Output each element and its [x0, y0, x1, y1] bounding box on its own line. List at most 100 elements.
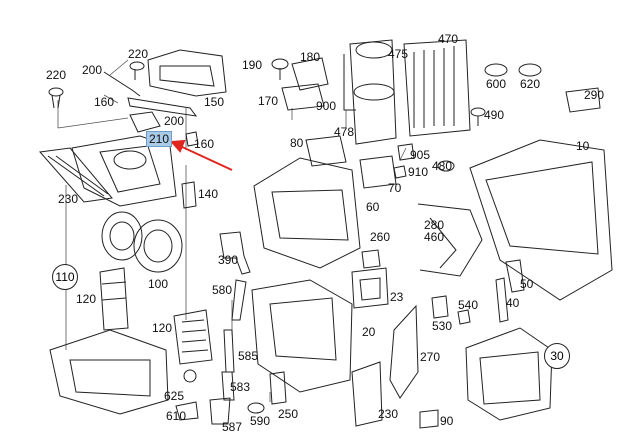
part-label: 390	[218, 253, 239, 267]
part-label: 610	[166, 409, 187, 423]
part-label: 460	[424, 230, 445, 244]
rod-40	[495, 277, 509, 323]
sensor-905	[397, 143, 415, 161]
wiring-harness-280	[417, 203, 483, 277]
housing-cover-150	[147, 49, 227, 97]
part-label: 70	[388, 181, 402, 195]
gasket-250	[269, 371, 287, 405]
grommet-590	[247, 402, 265, 414]
part-label: 10	[576, 139, 590, 153]
bracket-140	[181, 181, 197, 209]
motor-120	[99, 267, 129, 331]
part-label: 600	[486, 77, 507, 91]
pointer-arrow	[169, 139, 233, 171]
ac-housing-60	[253, 157, 361, 269]
part-label: 905	[410, 148, 431, 162]
screw-540	[457, 309, 471, 325]
blower-housing-upper	[71, 135, 177, 207]
screw-220-top	[129, 61, 145, 80]
part-label: 120	[152, 321, 173, 335]
part-label: 120	[76, 292, 97, 306]
part-label: 587	[222, 420, 243, 434]
resistor-120	[173, 309, 213, 365]
cap-90	[419, 409, 439, 429]
bracket-290	[565, 87, 601, 113]
part-label: 60	[366, 200, 380, 214]
part-label: 270	[420, 350, 441, 364]
part-label: 585	[238, 349, 259, 363]
part-label: 50	[520, 277, 534, 291]
part-label: 90	[440, 414, 454, 428]
pipe-583	[221, 371, 235, 401]
ac-housing-10	[469, 139, 613, 301]
part-label: 40	[506, 296, 520, 310]
part-label: 170	[258, 94, 279, 108]
part-label: 900	[316, 99, 337, 113]
rod-200	[103, 71, 141, 97]
part-label: 625	[164, 389, 185, 403]
bracket-170	[281, 83, 325, 111]
part-label: 250	[278, 407, 299, 421]
screw-490	[470, 107, 486, 126]
receiver-drier-475	[349, 39, 397, 145]
part-50	[505, 259, 525, 293]
pipe-900	[343, 54, 356, 111]
part-label: 20	[362, 325, 376, 339]
part-label: 200	[164, 114, 185, 128]
lower-housing-left	[49, 329, 169, 415]
pipe-585	[223, 329, 235, 373]
cover-270	[389, 304, 419, 399]
part-label: 540	[458, 298, 479, 312]
pipe-580	[231, 279, 247, 321]
actuator-210	[129, 111, 161, 133]
clip-610	[175, 401, 199, 421]
clip-530	[431, 295, 449, 319]
evaporator-470	[403, 39, 471, 137]
clip-910	[393, 165, 407, 179]
filter-230	[39, 147, 113, 203]
part-label: 590	[250, 414, 271, 428]
part-label: 470	[438, 32, 459, 46]
circled-group-110: 110	[52, 264, 78, 290]
part-label: 180	[300, 50, 321, 64]
frame-23	[351, 267, 389, 309]
clip-160	[185, 131, 199, 147]
part-label: 230	[378, 407, 399, 421]
connector-390	[219, 231, 251, 275]
part-label: 583	[230, 380, 251, 394]
part-label: 23	[390, 290, 404, 304]
part-label: 220	[46, 68, 67, 82]
part-label: 80	[290, 136, 304, 150]
part-label: 140	[198, 187, 219, 201]
part-label: 475	[388, 47, 409, 61]
blower-wheel-100	[101, 211, 183, 273]
part-label: 490	[484, 108, 505, 122]
part-label: 160	[194, 137, 215, 151]
highlighted-part-label-210[interactable]: 210	[146, 131, 173, 147]
part-label: 910	[408, 165, 429, 179]
part-label: 200	[82, 63, 103, 77]
valve-80	[305, 135, 347, 167]
screw-190	[271, 58, 289, 80]
part-label: 530	[432, 319, 453, 333]
control-module-70	[359, 155, 397, 189]
plug-480	[437, 160, 455, 172]
part-label: 220	[128, 47, 149, 61]
linkage-200	[127, 97, 198, 117]
part-label: 280	[424, 218, 445, 232]
grommet-620	[518, 63, 542, 77]
circled-group-30: 30	[544, 343, 570, 369]
part-label: 150	[204, 95, 225, 109]
grommet-625	[183, 369, 197, 383]
lower-housing-20	[251, 279, 353, 393]
part-label: 260	[370, 230, 391, 244]
part-label: 580	[212, 283, 233, 297]
bracket-180	[291, 57, 329, 91]
part-260	[361, 249, 381, 269]
part-label: 100	[148, 277, 169, 291]
part-label: 480	[432, 159, 453, 173]
part-label: 478	[334, 125, 355, 139]
part-label: 230	[58, 192, 79, 206]
